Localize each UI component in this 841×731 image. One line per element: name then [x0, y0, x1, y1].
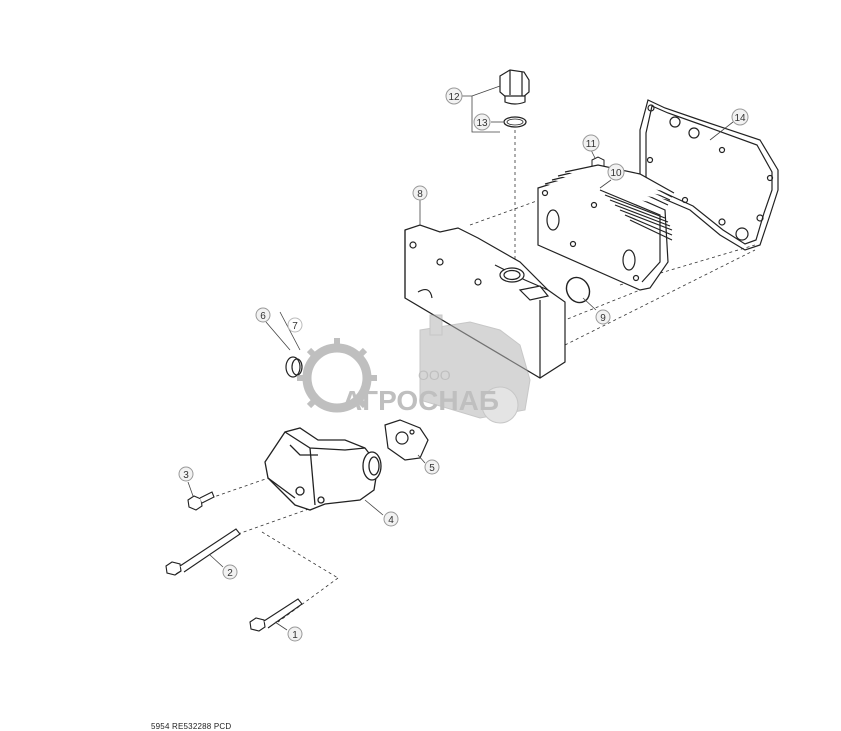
o-ring-part — [503, 116, 527, 128]
harvester-icon — [419, 314, 531, 424]
svg-text:10: 10 — [610, 168, 622, 179]
plug-part — [499, 69, 530, 105]
callout-14: 14 — [731, 108, 749, 126]
svg-text:5: 5 — [429, 463, 435, 474]
callout-2: 2 — [222, 564, 238, 580]
callout-6: 6 — [255, 307, 271, 323]
svg-text:8: 8 — [417, 189, 423, 200]
gear-logo-icon — [302, 343, 372, 413]
svg-text:6: 6 — [260, 311, 266, 322]
callout-4: 4 — [383, 511, 399, 527]
watermark-prefix: ООО — [418, 367, 451, 383]
callout-12: 12 — [445, 87, 463, 105]
callout-3: 3 — [178, 466, 194, 482]
diagram-reference-code: 5954 RE532288 PCD — [151, 722, 232, 731]
svg-text:3: 3 — [183, 470, 189, 481]
callout-1: 1 — [287, 626, 303, 642]
svg-text:7: 7 — [292, 321, 298, 332]
callout-11: 11 — [582, 134, 600, 152]
callout-7: 7 — [287, 317, 303, 333]
callout-13: 13 — [473, 113, 491, 131]
short-bolt-part — [187, 491, 215, 511]
alignment-lines — [204, 130, 756, 623]
svg-text:11: 11 — [586, 139, 597, 150]
callout-8: 8 — [412, 185, 428, 201]
oil-cooler-part — [537, 164, 675, 291]
filter-gasket-part — [384, 419, 429, 461]
svg-text:9: 9 — [600, 313, 606, 324]
svg-text:4: 4 — [388, 515, 394, 526]
seal-ring-part — [565, 276, 591, 304]
watermark: ООО АГРОСНАБ — [297, 314, 531, 424]
svg-text:14: 14 — [734, 113, 746, 124]
svg-text:13: 13 — [476, 118, 488, 129]
leader-lines — [187, 85, 734, 631]
filter-base-part — [264, 427, 382, 511]
small-seal-part — [285, 356, 303, 378]
svg-text:12: 12 — [448, 92, 460, 103]
callout-10: 10 — [607, 163, 625, 181]
svg-text:2: 2 — [227, 568, 233, 579]
callout-9: 9 — [595, 309, 611, 325]
svg-text:1: 1 — [292, 630, 298, 641]
long-bolt-part — [165, 528, 241, 576]
watermark-company: АГРОСНАБ — [342, 385, 499, 416]
callout-5: 5 — [424, 459, 440, 475]
bolt-part — [249, 598, 303, 632]
